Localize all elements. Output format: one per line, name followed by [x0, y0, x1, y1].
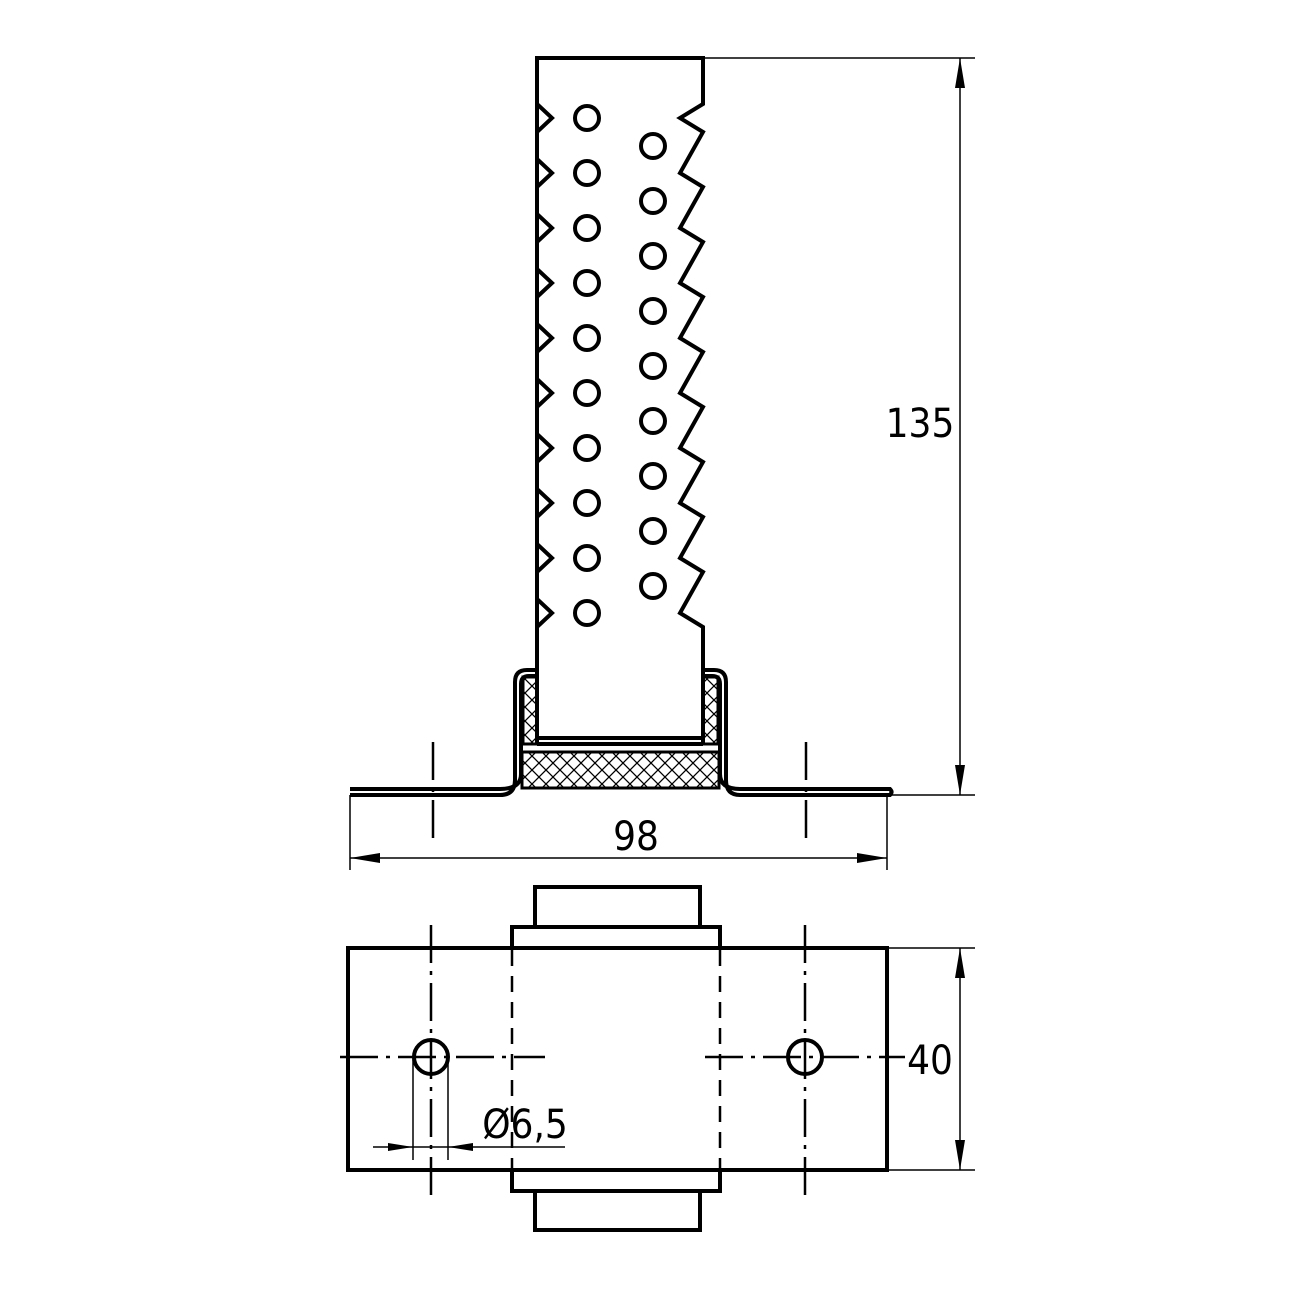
base-plate — [346, 946, 889, 1172]
arrow-diameter-left — [388, 1143, 413, 1151]
post-hole-left — [573, 599, 601, 627]
post-bottom-end — [533, 1189, 702, 1232]
post-hole-left — [573, 434, 601, 462]
post-hole-right — [639, 352, 667, 380]
post-hole-right — [639, 187, 667, 215]
arrow-depth-up — [955, 948, 965, 978]
post-hole-right — [639, 242, 667, 270]
perforated-post — [535, 56, 706, 744]
top-view: Ø6,5 40 — [340, 885, 975, 1232]
post-hole-left — [573, 324, 601, 352]
width-dimension-label: 98 — [613, 814, 659, 860]
arrow-up — [955, 58, 965, 88]
post-holes — [573, 104, 667, 627]
channel-top — [510, 925, 722, 948]
bottom-pad — [520, 750, 721, 790]
height-dimension-label: 135 — [886, 401, 955, 447]
post-hole-right — [639, 132, 667, 160]
side-view: 135 98 — [349, 56, 975, 870]
post-hole-left — [573, 104, 601, 132]
side-pad-right — [701, 675, 720, 746]
post-hole-right — [639, 572, 667, 600]
hole-diameter-label: Ø6,5 — [482, 1102, 568, 1148]
post-top-end — [533, 885, 702, 929]
post-hole-left — [573, 214, 601, 242]
depth-dimension-label: 40 — [907, 1038, 953, 1084]
post-hole-left — [573, 489, 601, 517]
post-hole-right — [639, 462, 667, 490]
post-hole-right — [639, 517, 667, 545]
post-hole-right — [639, 407, 667, 435]
arrow-down — [955, 765, 965, 795]
arrow-diameter-right — [448, 1143, 473, 1151]
channel-bottom — [510, 1170, 722, 1193]
side-pad-left — [521, 675, 539, 746]
arrow-depth-down — [955, 1140, 965, 1170]
post-hole-left — [573, 159, 601, 187]
post-hole-left — [573, 379, 601, 407]
arrow-left — [350, 853, 380, 863]
post-hole-left — [573, 269, 601, 297]
post-hole-right — [639, 297, 667, 325]
post-hole-left — [573, 544, 601, 572]
arrow-right — [857, 853, 887, 863]
